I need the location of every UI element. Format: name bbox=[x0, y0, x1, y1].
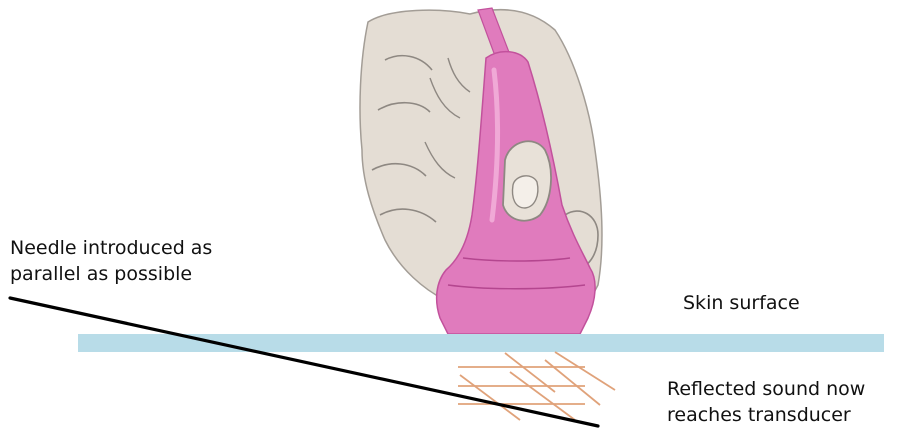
skin-surface-band bbox=[78, 334, 884, 352]
needle-label: Needle introduced as parallel as possibl… bbox=[10, 235, 212, 287]
reflected-label-line-2: reaches transducer bbox=[667, 402, 865, 428]
reflected-label-line-1: Reflected sound now bbox=[667, 376, 865, 402]
reflected-sound-label: Reflected sound now reaches transducer bbox=[667, 376, 865, 428]
needle-label-line-2: parallel as possible bbox=[10, 261, 212, 287]
skin-surface-label: Skin surface bbox=[683, 290, 800, 316]
needle-label-line-1: Needle introduced as bbox=[10, 235, 212, 261]
sound-wave-d2 bbox=[555, 352, 615, 390]
sound-waves bbox=[458, 352, 615, 420]
thumbnail-over-probe bbox=[513, 176, 538, 208]
